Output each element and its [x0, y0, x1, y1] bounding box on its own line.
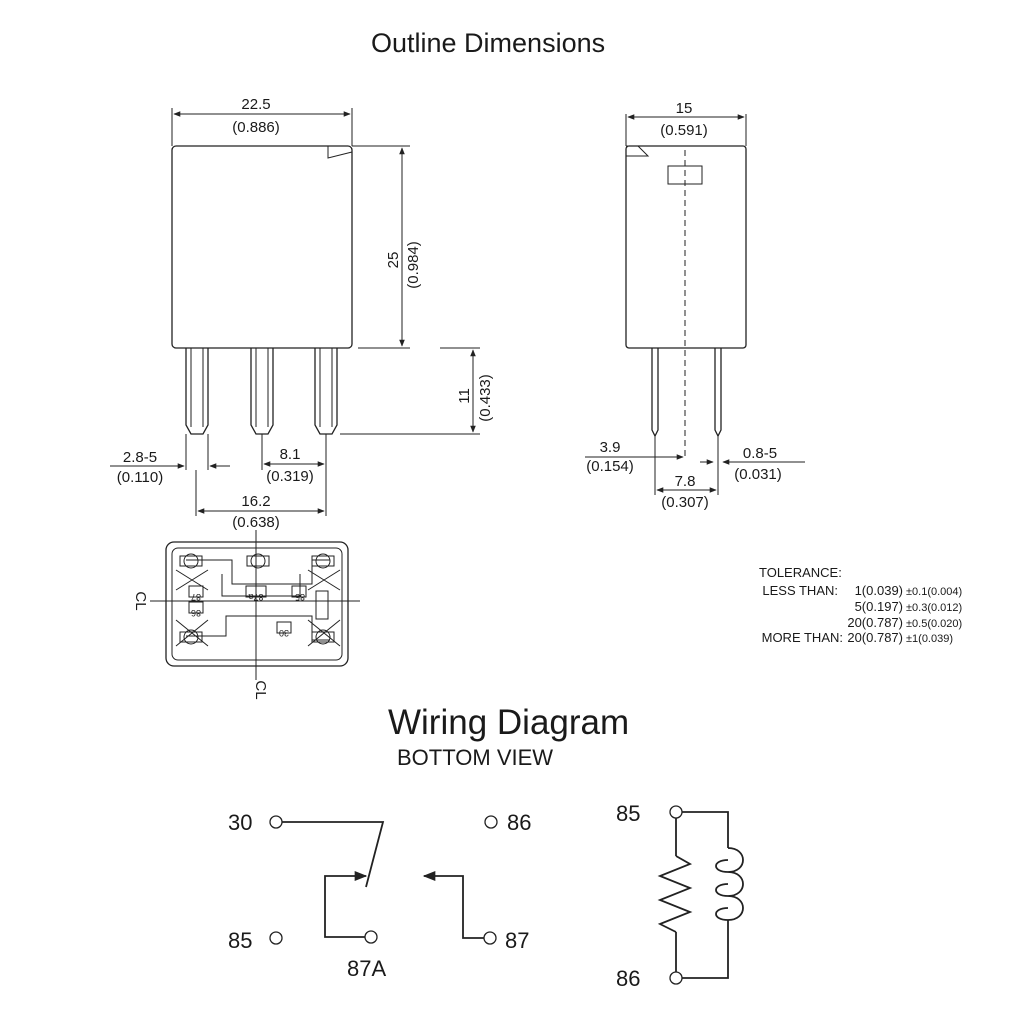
terminal-30	[269, 815, 283, 829]
tol-row1-label: LESS THAN:	[762, 583, 838, 598]
pin-pitch-in: (0.319)	[266, 468, 314, 485]
coil-diagram: 85 86	[616, 801, 744, 991]
front-view: 22.5 (0.886) 25 (0.984) 11 (0.433) 2.8-5…	[110, 96, 494, 531]
pin-thick-mm: 0.8-5	[743, 445, 777, 462]
coil-label-85: 85	[616, 801, 640, 826]
side-span-in: (0.307)	[661, 494, 709, 511]
height-mm: 25	[385, 252, 402, 269]
resistor-zigzag	[657, 855, 693, 933]
height-in: (0.984)	[405, 241, 422, 289]
footprint: CL CL 87 87a 85 86 30	[132, 530, 360, 700]
tol-row4-label: MORE THAN:	[762, 630, 843, 645]
side-offset-mm: 3.9	[600, 439, 621, 456]
label-87: 87	[505, 928, 529, 953]
label-85: 85	[228, 928, 252, 953]
pin-length-mm: 11	[456, 388, 473, 404]
label-86: 86	[507, 810, 531, 835]
terminal-85	[269, 931, 283, 945]
pin-span-in: (0.638)	[232, 514, 280, 531]
outline-title: Outline Dimensions	[371, 28, 605, 58]
tol-row1-value: 1(0.039)	[855, 583, 903, 598]
tolerance-table: TOLERANCE: LESS THAN: 1(0.039) ±0.1(0.00…	[759, 565, 962, 645]
side-offset-in: (0.154)	[586, 458, 634, 475]
terminal-86	[484, 815, 498, 829]
tolerance-header: TOLERANCE:	[759, 565, 842, 580]
switch-diagram: 30 86 85 87 87A	[228, 810, 531, 981]
coil-label-86: 86	[616, 966, 640, 991]
inductor-coil	[715, 847, 744, 921]
tol-row3-tol: ±0.5(0.020)	[906, 618, 962, 630]
relay-body-side	[625, 145, 747, 349]
pin-pitch-mm: 8.1	[280, 446, 301, 463]
pin-thick-in: (0.031)	[734, 466, 782, 483]
front-pins	[185, 348, 338, 435]
side-width-in: (0.591)	[660, 122, 708, 139]
terminal-87	[483, 931, 497, 945]
coil-terminal-85	[669, 805, 683, 819]
side-width-mm: 15	[676, 100, 693, 117]
tol-row4-tol: ±1(0.039)	[906, 633, 953, 645]
side-span-mm: 7.8	[675, 473, 696, 490]
centerline-v: CL	[252, 680, 269, 699]
tol-row2-tol: ±0.3(0.012)	[906, 602, 962, 614]
tol-row4-value: 20(0.787)	[847, 630, 903, 645]
side-view: 15 (0.591) 3.9 (0.154) 7.8 (0.307) 0.8-5…	[585, 100, 805, 511]
coil-terminal-86	[669, 971, 683, 985]
centerline-h: CL	[132, 591, 149, 610]
front-width-mm: 22.5	[241, 96, 270, 113]
terminal-87a	[364, 930, 378, 944]
tol-row1-tol: ±0.1(0.004)	[906, 586, 962, 598]
label-30: 30	[228, 810, 252, 835]
label-87a: 87A	[347, 956, 386, 981]
front-width-in: (0.886)	[232, 119, 280, 136]
pin-span-mm: 16.2	[241, 493, 270, 510]
tol-row3-value: 20(0.787)	[847, 615, 903, 630]
relay-body-front	[171, 145, 353, 349]
pin-width-in: (0.110)	[117, 469, 163, 486]
footprint-pads	[175, 553, 341, 647]
pin-length-in: (0.433)	[477, 374, 494, 422]
wiring-title: Wiring Diagram	[388, 703, 629, 742]
view-label: BOTTOM VIEW	[397, 745, 553, 770]
tol-row2-value: 5(0.197)	[855, 599, 903, 614]
pin-width-mm: 2.8-5	[123, 449, 157, 466]
